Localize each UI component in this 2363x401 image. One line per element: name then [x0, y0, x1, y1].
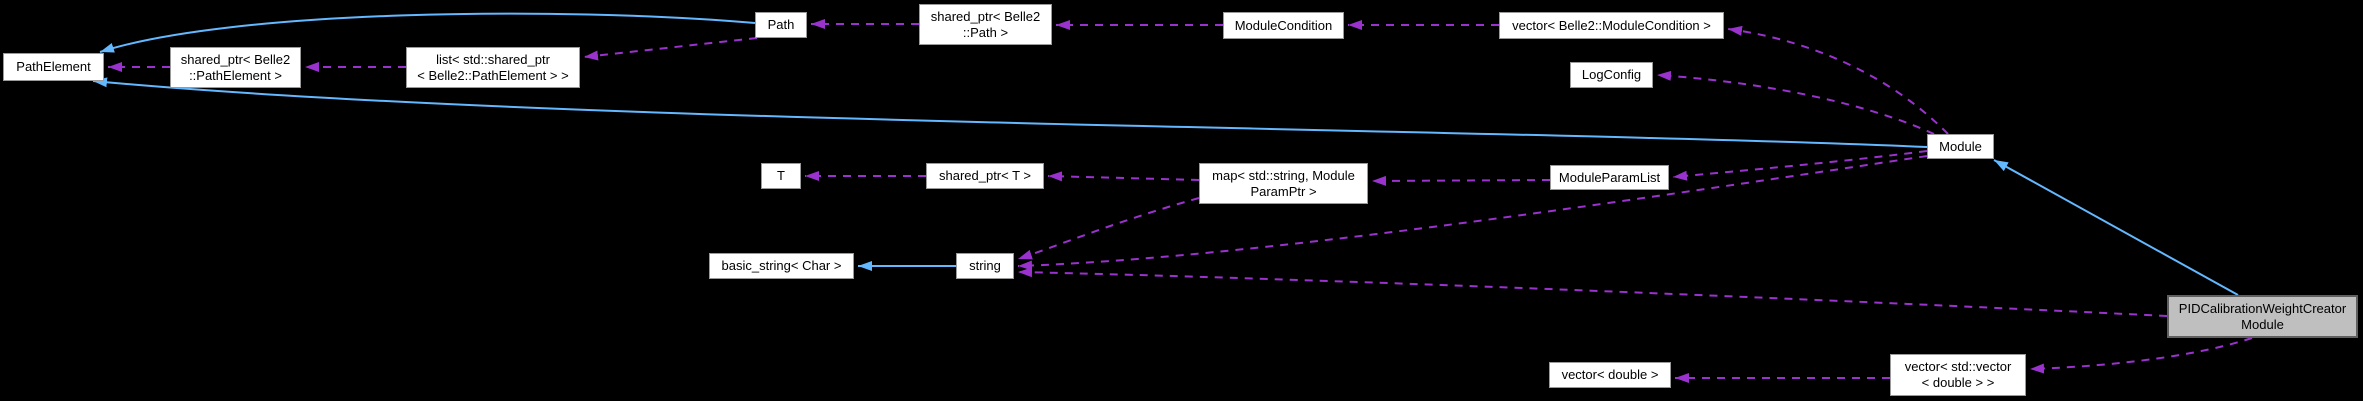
edge-map-to-string	[1017, 197, 1200, 260]
edge-module-inherits-pathelement	[92, 77, 1928, 148]
node-module-param-list[interactable]: ModuleParamList	[1550, 165, 1669, 190]
node-pid-calibration-weight-creator-module[interactable]: PIDCalibrationWeightCreator Module	[2167, 295, 2358, 338]
edge-pidmodule-to-vectorstdvector	[2029, 337, 2253, 374]
edge-module-to-moduleparamlist	[1672, 150, 1928, 181]
edge-path-inherits-pathelement	[99, 12, 756, 53]
node-map-std-string-moduleparamptr[interactable]: map< std::string, Module ParamPtr >	[1199, 163, 1368, 204]
node-module[interactable]: Module	[1927, 134, 1994, 159]
node-vector-double[interactable]: vector< double >	[1549, 362, 1671, 388]
node-vector-std-vector-double[interactable]: vector< std::vector < double > >	[1890, 354, 2026, 396]
node-basic-string-char[interactable]: basic_string< Char >	[709, 253, 854, 279]
node-t[interactable]: T	[761, 163, 801, 189]
node-shared-ptr-t[interactable]: shared_ptr< T >	[926, 163, 1044, 189]
node-shared-ptr-belle2-path[interactable]: shared_ptr< Belle2 ::Path >	[919, 4, 1052, 45]
node-shared-ptr-belle2-pathelement[interactable]: shared_ptr< Belle2 ::PathElement >	[170, 47, 301, 88]
node-module-condition[interactable]: ModuleCondition	[1223, 12, 1344, 39]
node-string[interactable]: string	[956, 253, 1014, 279]
edge-module-to-vectormodulecondition	[1727, 25, 1949, 135]
node-path[interactable]: Path	[755, 12, 807, 38]
node-list-std-shared-ptr-belle2-pathelement[interactable]: list< std::shared_ptr < Belle2::PathElem…	[406, 47, 580, 88]
edge-module-to-string	[1017, 155, 1928, 271]
edge-path-to-list	[583, 37, 758, 61]
node-pathelement[interactable]: PathElement	[3, 53, 104, 81]
edge-module-to-logconfig	[1656, 70, 1935, 135]
edge-pidmodule-inherits-module	[1993, 159, 2239, 296]
edge-moduleparamlist-to-map	[1371, 175, 1551, 186]
edge-pidmodule-to-string	[1017, 267, 2168, 317]
node-log-config[interactable]: LogConfig	[1570, 62, 1653, 88]
node-vector-belle2-modulecondition[interactable]: vector< Belle2::ModuleCondition >	[1499, 12, 1724, 39]
edge-map-to-sharedptrt	[1047, 171, 1200, 182]
